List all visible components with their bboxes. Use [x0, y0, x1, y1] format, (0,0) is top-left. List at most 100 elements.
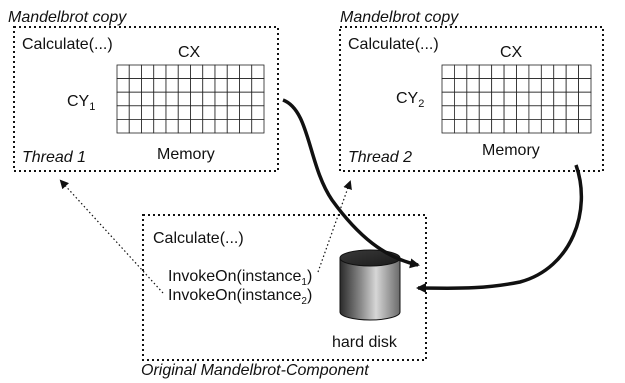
memory-cell [516, 91, 530, 107]
memory-cell [578, 91, 592, 107]
memory-cell [478, 64, 493, 80]
mandelbrot-copy-1: Mandelbrot copy Calculate(...) CX CY1 Me… [8, 9, 279, 172]
memory-cell [190, 64, 204, 80]
memory-cell [165, 105, 179, 120]
memory-cell [441, 105, 455, 120]
copy-1-memory-grid [116, 64, 265, 134]
memory-cell [466, 64, 480, 80]
memory-cell [141, 119, 155, 134]
invoke-arrow-to-thread-1 [59, 179, 164, 294]
memory-cell [239, 78, 253, 93]
memory-cell [153, 105, 167, 120]
memory-cell [226, 119, 240, 134]
memory-cell [478, 105, 493, 120]
memory-cell [153, 78, 167, 93]
memory-cell [226, 91, 240, 107]
memory-cell [177, 119, 191, 134]
memory-cell [165, 64, 179, 80]
memory-cell [540, 119, 555, 134]
memory-cell [578, 119, 592, 134]
memory-cell [516, 119, 530, 134]
memory-cell [190, 78, 204, 93]
memory-cell [165, 78, 179, 93]
memory-cell [116, 78, 130, 93]
memory-cell [503, 91, 517, 107]
memory-cell [454, 119, 468, 134]
memory-cell [141, 105, 155, 120]
memory-cell [239, 91, 253, 107]
memory-cell [141, 64, 155, 80]
copy-2-cx-label: CX [500, 44, 523, 61]
copy-1-cx-label: CX [178, 44, 201, 61]
memory-cell [177, 64, 191, 80]
memory-cell [190, 91, 204, 107]
memory-cell [128, 119, 142, 134]
memory-cell [491, 91, 505, 107]
memory-cell [165, 91, 179, 107]
memory-cell [454, 64, 468, 80]
memory-cell [128, 105, 142, 120]
memory-cell [251, 105, 265, 120]
memory-cell [177, 78, 191, 93]
memory-cell [516, 64, 530, 80]
memory-cell [466, 78, 480, 93]
memory-cell [503, 105, 517, 120]
memory-cell [466, 91, 480, 107]
copy-1-method: Calculate(...) [22, 36, 113, 53]
memory-cell [202, 105, 216, 120]
copy-2-memory-grid [441, 64, 592, 134]
memory-cell [565, 119, 579, 134]
copy-2-thread-label: Thread 2 [348, 149, 412, 166]
memory-cell [491, 64, 505, 80]
memory-cell [516, 105, 530, 120]
memory-cell [454, 105, 468, 120]
memory-cell [565, 64, 579, 80]
memory-cell [239, 119, 253, 134]
memory-cell [491, 119, 505, 134]
memory-cell [491, 78, 505, 93]
memory-cell [153, 91, 167, 107]
copy-1-cy-label: CY1 [67, 93, 95, 113]
memory-cell [528, 91, 542, 107]
memory-cell [214, 64, 228, 80]
memory-cell [454, 91, 468, 107]
memory-cell [251, 119, 265, 134]
memory-cell [190, 105, 204, 120]
memory-cell [116, 91, 130, 107]
memory-cell [141, 78, 155, 93]
memory-cell [553, 64, 567, 80]
hard-disk-label: hard disk [332, 334, 398, 351]
invoke-instance-2: InvokeOn(instance2) [168, 287, 312, 307]
memory-cell [553, 119, 567, 134]
copy-2-cy-label: CY2 [396, 90, 424, 110]
memory-cell [214, 119, 228, 134]
memory-cell [202, 64, 216, 80]
copy-1-box [13, 26, 279, 172]
memory-cell [177, 105, 191, 120]
memory-cell [116, 64, 130, 80]
copy-1-thread-label: Thread 1 [22, 149, 86, 166]
memory-cell [239, 105, 253, 120]
memory-cell [528, 105, 542, 120]
memory-cell [553, 78, 567, 93]
memory-cell [466, 119, 480, 134]
original-caption: Original Mandelbrot-Component [141, 362, 369, 379]
copy-1-memory-label: Memory [157, 146, 215, 163]
memory-cell [454, 78, 468, 93]
memory-cell [540, 105, 555, 120]
memory-cell [116, 105, 130, 120]
memory-cell [441, 119, 455, 134]
copy-2-box [339, 26, 604, 172]
memory-cell [478, 78, 493, 93]
memory-cell [578, 105, 592, 120]
memory-cell [441, 64, 455, 80]
copy-2-caption: Mandelbrot copy [340, 9, 459, 26]
memory-cell [128, 64, 142, 80]
memory-cell [503, 64, 517, 80]
memory-cell [226, 105, 240, 120]
memory-cell [214, 105, 228, 120]
memory-cell [441, 91, 455, 107]
memory-cell [226, 64, 240, 80]
memory-cell [153, 64, 167, 80]
invoke-instance-1: InvokeOn(instance1) [168, 268, 312, 288]
